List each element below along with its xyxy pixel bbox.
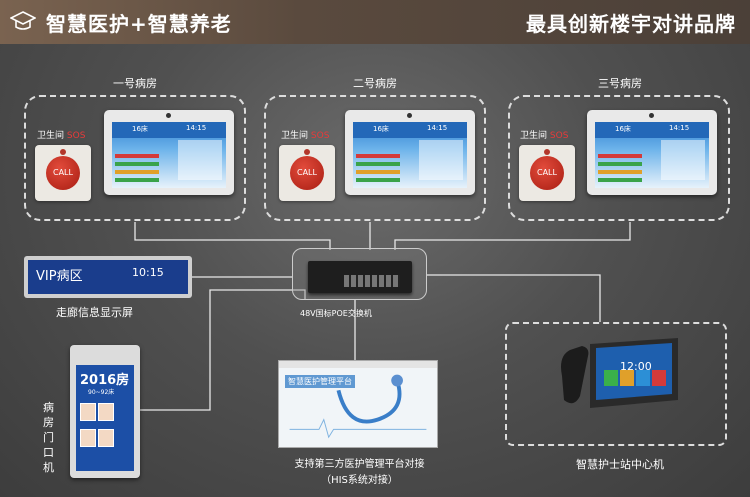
screen-header (595, 122, 709, 138)
room-2-washroom-label: 卫生间 SOS (281, 128, 329, 141)
washroom-text: 卫生间 (281, 131, 309, 141)
header-bar: 智慧医护+智慧养老 最具创新楼宇对讲品牌 (0, 0, 750, 44)
info-list (419, 140, 463, 180)
sos-text: SOS (66, 131, 86, 141)
header-left-title: 智慧医护+智慧养老 (46, 12, 232, 36)
nurse-station-frame (505, 322, 727, 446)
stethoscope-icon (289, 374, 427, 439)
nurse-station-caption: 智慧护士站中心机 (576, 458, 664, 471)
room-2-bedside-terminal[interactable]: 16床 14:15 (345, 110, 475, 195)
his-platform-screen[interactable]: 智慧医护管理平台 (278, 360, 438, 448)
his-caption-line2: （HIS系统对接） (321, 475, 398, 486)
nurse-station-device[interactable] (560, 336, 680, 418)
room-3-bedside-terminal[interactable]: 16床 14:15 (587, 110, 717, 195)
switch-caption: 48V国标POE交换机 (300, 309, 372, 318)
bed-number: 16床 (373, 125, 389, 133)
screen-header (112, 122, 226, 138)
info-row (115, 154, 159, 158)
call-text: CALL (290, 156, 324, 190)
info-row (356, 178, 400, 182)
room-2-frame (264, 95, 486, 221)
info-list (178, 140, 222, 180)
door-bed-range: 90~92床 (88, 389, 115, 396)
bedside-screen: 16床 14:15 (595, 122, 709, 188)
info-row (356, 170, 400, 174)
bedside-time: 14:15 (186, 124, 207, 132)
sos-text: SOS (549, 131, 569, 141)
info-row (115, 162, 159, 166)
corridor-display[interactable]: VIP病区 10:15 (24, 256, 192, 298)
door-caption: 病房门口机 (43, 401, 54, 474)
door-screen: 2016房 90~92床 (76, 365, 134, 471)
info-list (661, 140, 705, 180)
room-1-frame (24, 95, 246, 221)
info-row (598, 170, 642, 174)
staff-photo (98, 403, 114, 421)
info-row (115, 178, 159, 182)
info-row (115, 170, 159, 174)
nurse-station-time: 12:00 (620, 360, 652, 373)
corridor-title: VIP病区 (36, 269, 83, 284)
camera-icon (166, 113, 171, 118)
bedside-time: 14:15 (427, 124, 448, 132)
window-titlebar (279, 361, 437, 368)
screen-header (353, 122, 467, 138)
room-3-washroom-label: 卫生间 SOS (520, 128, 568, 141)
poe-switch-frame (292, 248, 427, 300)
staff-photo (98, 429, 114, 447)
info-row (598, 162, 642, 166)
washroom-text: 卫生间 (37, 131, 65, 141)
corridor-caption: 走廊信息显示屏 (56, 306, 133, 319)
room-1-bedside-terminal[interactable]: 16床 14:15 (104, 110, 234, 195)
door-room-number: 2016房 (80, 373, 130, 388)
graduation-cap-icon (10, 11, 36, 30)
room-3-frame (508, 95, 730, 221)
camera-icon (649, 113, 654, 118)
call-text: CALL (530, 156, 564, 190)
call-text: CALL (46, 156, 80, 190)
room-1-label: 一号病房 (113, 77, 157, 90)
staff-photo (80, 429, 96, 447)
header-right-title: 最具创新楼宇对讲品牌 (526, 12, 736, 36)
bed-number: 16床 (132, 125, 148, 133)
info-row (356, 154, 400, 158)
room-1-washroom-label: 卫生间 SOS (37, 128, 85, 141)
room-2-call-button[interactable]: CALL (279, 145, 335, 201)
indicator-dot (304, 149, 310, 155)
info-row (598, 154, 642, 158)
bed-number: 16床 (615, 125, 631, 133)
camera-icon (407, 113, 412, 118)
sos-text: SOS (310, 131, 330, 141)
bedside-screen: 16床 14:15 (112, 122, 226, 188)
corridor-screen: VIP病区 10:15 (28, 260, 188, 294)
room-1-call-button[interactable]: CALL (35, 145, 91, 201)
staff-photo (80, 403, 96, 421)
indicator-dot (544, 149, 550, 155)
room-3-label: 三号病房 (598, 77, 642, 90)
washroom-text: 卫生间 (520, 131, 548, 141)
info-row (598, 178, 642, 182)
indicator-dot (60, 149, 66, 155)
bedside-time: 14:15 (669, 124, 690, 132)
his-caption-line1: 支持第三方医护管理平台对接 (294, 459, 425, 470)
switch-ports (344, 275, 400, 287)
door-unit[interactable]: 2016房 90~92床 (70, 345, 140, 478)
info-row (356, 162, 400, 166)
room-3-call-button[interactable]: CALL (519, 145, 575, 201)
corridor-time: 10:15 (132, 266, 164, 279)
bedside-screen: 16床 14:15 (353, 122, 467, 188)
poe-switch[interactable] (308, 261, 412, 293)
room-2-label: 二号病房 (353, 77, 397, 90)
his-screen-title: 智慧医护管理平台 (285, 375, 355, 388)
